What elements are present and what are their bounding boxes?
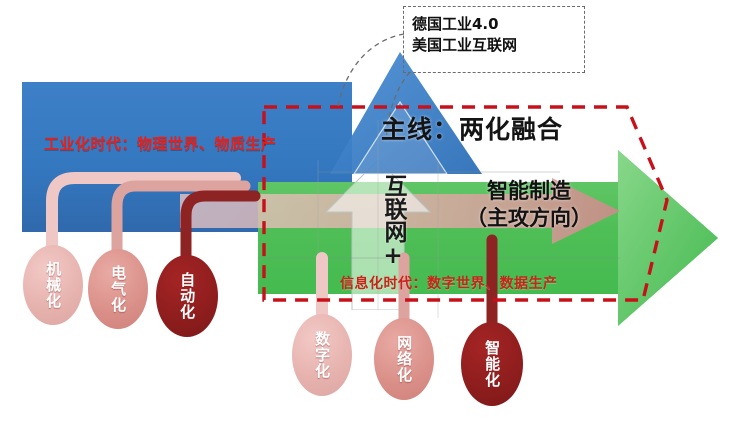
callout-line-2: 美国工业互联网 bbox=[412, 36, 518, 55]
internet-plus-label: 互联网+ bbox=[380, 174, 406, 269]
smart-manufacturing-line-2: （主攻方向） bbox=[466, 205, 592, 230]
node-digitalization[interactable]: 数字化 bbox=[292, 314, 352, 396]
node-networking-label: 网络化 bbox=[395, 335, 414, 383]
callout-box: 德国工业4.0 美国工业互联网 bbox=[403, 6, 585, 73]
node-electrification[interactable]: 电气化 bbox=[88, 249, 148, 329]
node-automation-label: 自动化 bbox=[178, 272, 197, 320]
node-mechanization-label: 机械化 bbox=[44, 261, 63, 309]
industrial-era-label: 工业化时代：物理世界、物质生产 bbox=[44, 135, 277, 153]
node-networking[interactable]: 网络化 bbox=[374, 318, 434, 400]
callout-line-1: 德国工业4.0 bbox=[412, 15, 499, 33]
node-mechanization[interactable]: 机械化 bbox=[23, 245, 83, 325]
node-automation[interactable]: 自动化 bbox=[156, 255, 218, 337]
smart-manufacturing-label: 智能制造 （主攻方向） bbox=[466, 178, 592, 232]
smart-manufacturing-line-1: 智能制造 bbox=[487, 179, 571, 203]
main-line-label: 主线：两化融合 bbox=[381, 115, 564, 144]
callout-text: 德国工业4.0 美国工业互联网 bbox=[412, 14, 580, 57]
node-intelligentization[interactable]: 智能化 bbox=[461, 322, 523, 406]
node-intelligentization-label: 智能化 bbox=[483, 340, 502, 388]
main-line-dashed-frame bbox=[255, 95, 675, 310]
callout-leader-line bbox=[330, 30, 440, 155]
node-digitalization-label: 数字化 bbox=[313, 331, 332, 379]
node-electrification-label: 电气化 bbox=[109, 265, 128, 313]
convergence-triangle bbox=[322, 52, 482, 174]
information-era-label: 信息化时代：数字世界、数据生产 bbox=[340, 276, 558, 292]
